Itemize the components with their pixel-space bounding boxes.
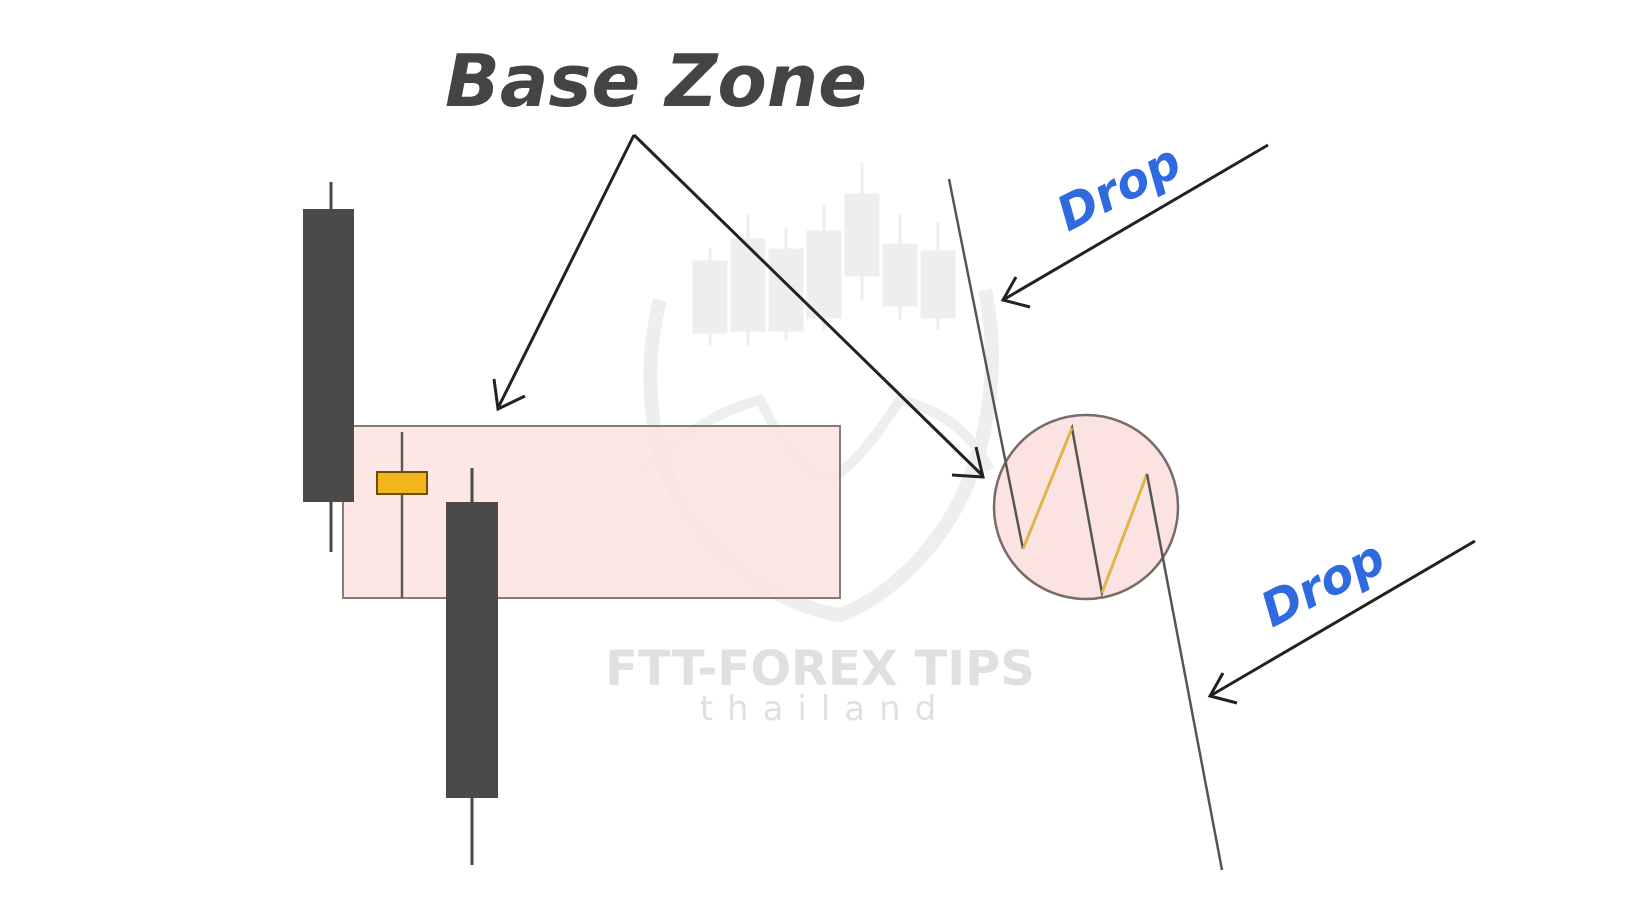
price-path bbox=[947, 178, 1224, 871]
candle-left bbox=[303, 182, 354, 552]
title-arrows bbox=[492, 133, 985, 479]
diagram-title: Base Zone bbox=[445, 39, 867, 123]
candle-right bbox=[446, 468, 498, 865]
drop-arrow-upper bbox=[1000, 143, 1269, 309]
drop-arrow-lower bbox=[1207, 539, 1476, 705]
drop-label-upper: Drop bbox=[1048, 133, 1190, 242]
candle-small bbox=[376, 432, 428, 598]
base-zone-rect bbox=[342, 425, 841, 599]
drop-label-lower: Drop bbox=[1252, 529, 1394, 638]
watermark-sub: thailand bbox=[700, 689, 951, 729]
watermark-name: FTT-FOREX TIPS bbox=[605, 641, 1035, 697]
